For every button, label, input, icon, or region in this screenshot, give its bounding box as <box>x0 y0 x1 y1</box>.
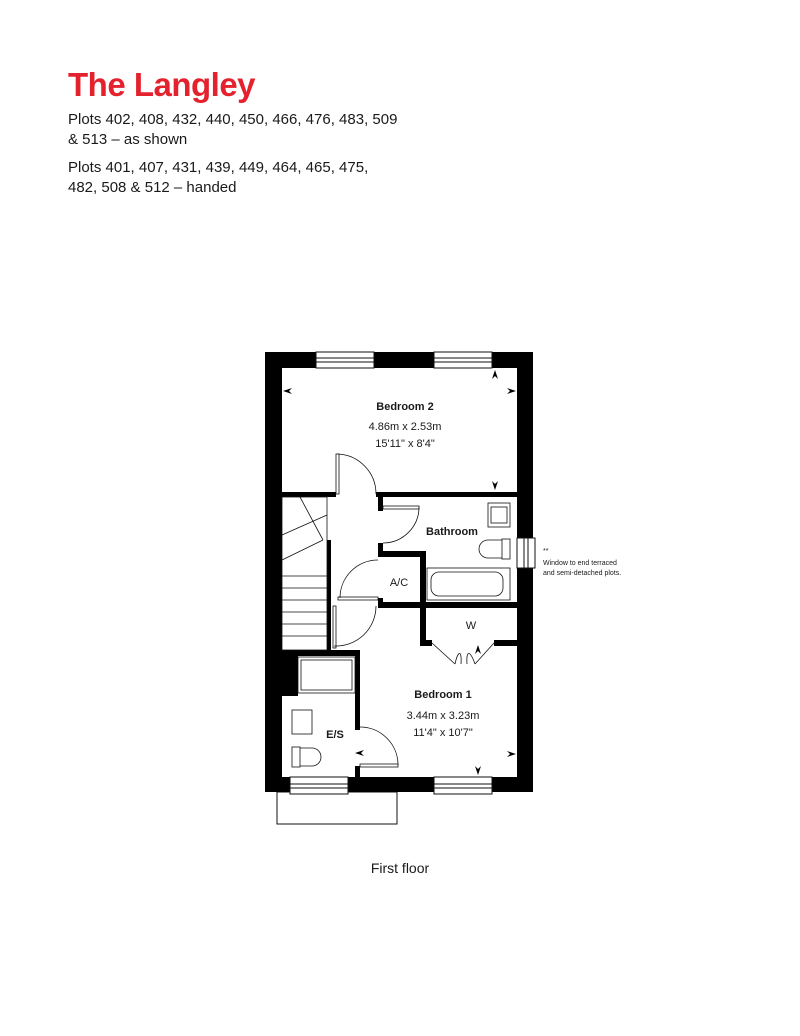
fixtures <box>281 453 511 768</box>
bedroom1-imperial: 11'4" x 10'7" <box>413 727 473 739</box>
note-line2: and semi-detached plots. <box>543 570 621 577</box>
bedroom2-name: Bedroom 2 <box>376 401 433 413</box>
ensuite-name: E/S <box>326 729 344 741</box>
dimension-arrows <box>283 370 516 775</box>
bedroom2-imperial: 15'11" x 8'4" <box>375 438 435 450</box>
balcony-outline <box>276 791 398 825</box>
page-title: The Langley <box>68 66 256 103</box>
bedroom1-name: Bedroom 1 <box>414 689 471 701</box>
note-line1: Window to end terraced <box>543 560 617 567</box>
ac-name: A/C <box>390 577 408 589</box>
bathroom-name: Bathroom <box>426 526 478 538</box>
plots-as-shown: Plots 402, 408, 432, 440, 450, 466, 476,… <box>68 111 398 148</box>
windows <box>289 351 536 795</box>
bedroom2-metric: 4.86m x 2.53m <box>369 421 442 433</box>
wardrobe-name: W <box>466 620 477 632</box>
plots-handed: Plots 401, 407, 431, 439, 449, 464, 465,… <box>68 159 369 196</box>
floor-caption: First floor <box>370 860 430 876</box>
bedroom1-metric: 3.44m x 3.23m <box>407 710 480 722</box>
note-mark: ** <box>543 548 549 555</box>
